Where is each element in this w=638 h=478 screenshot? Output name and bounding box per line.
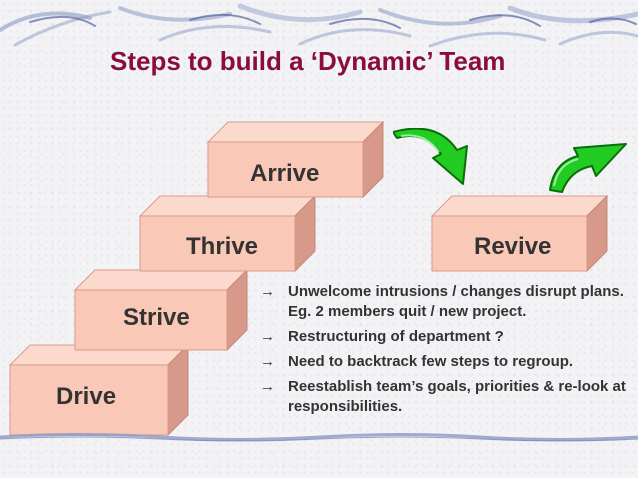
- bullet-item: → Restructuring of department ?: [260, 327, 635, 347]
- step-label-drive: Drive: [56, 383, 117, 410]
- bullet-text: Unwelcome intrusions / changes disrupt p…: [288, 283, 624, 320]
- slide-title: Steps to build a ‘Dynamic’ Team: [110, 46, 506, 76]
- step-block-drive: Drive: [8, 343, 190, 437]
- bullet-text: Need to backtrack few steps to regroup.: [288, 353, 574, 370]
- bullet-item: → Need to backtrack few steps to regroup…: [260, 352, 635, 372]
- arrow-right-icon: →: [260, 328, 275, 345]
- arrow-right-icon: →: [260, 378, 275, 395]
- decorative-swirl-band: [0, 3, 638, 48]
- arrow-right-icon: →: [260, 283, 275, 300]
- bullet-item: → Reestablish team’s goals, priorities &…: [260, 377, 635, 417]
- revive-label: Revive: [474, 233, 552, 260]
- decorative-bottom-rule: [0, 433, 638, 442]
- step-block-strive: Strive: [73, 268, 249, 352]
- step-block-thrive: Thrive: [138, 194, 317, 273]
- curved-arrow-down-icon: [393, 128, 468, 185]
- step-label-arrive: Arrive: [250, 160, 320, 187]
- revive-block: Revive: [430, 194, 609, 273]
- bullet-item: → Unwelcome intrusions / changes disrupt…: [260, 282, 635, 322]
- bullet-text: Reestablish team’s goals, priorities & r…: [288, 378, 626, 415]
- curved-arrow-up-icon: [549, 143, 627, 193]
- bullet-text: Restructuring of department ?: [288, 328, 504, 345]
- step-block-arrive: Arrive: [206, 120, 385, 199]
- step-label-strive: Strive: [123, 304, 190, 331]
- step-label-thrive: Thrive: [186, 233, 259, 260]
- arrow-right-icon: →: [260, 353, 275, 370]
- bullet-list: → Unwelcome intrusions / changes disrupt…: [260, 282, 635, 422]
